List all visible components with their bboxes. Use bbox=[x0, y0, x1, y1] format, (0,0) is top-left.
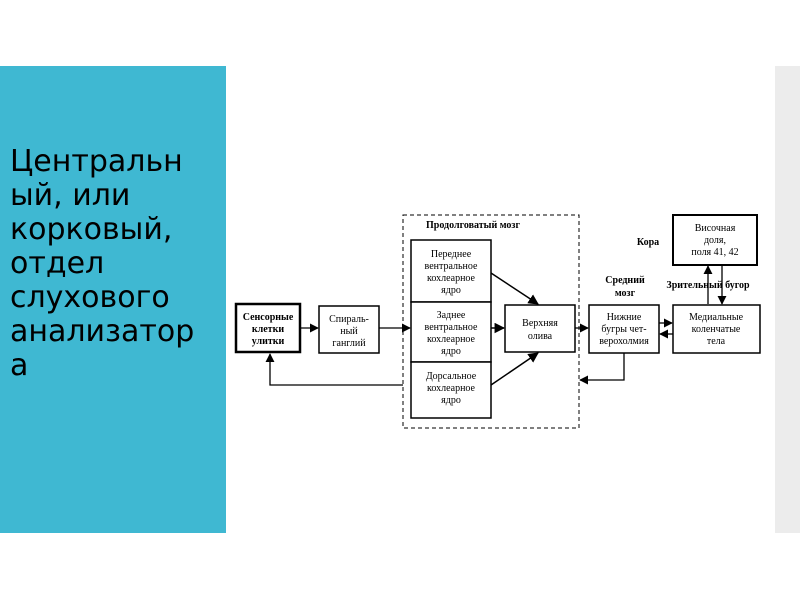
arrow-dorsal-to-olive bbox=[490, 352, 539, 386]
geniculate-label-1: Медиальные bbox=[689, 312, 744, 323]
inferior-colliculi-box bbox=[588, 304, 660, 354]
geniculate-label-2: коленчатые bbox=[692, 324, 741, 335]
geniculate-label-3: тела bbox=[707, 336, 726, 347]
dorsal-label-1: Дорсальное bbox=[426, 371, 477, 382]
posterior-nucleus-box bbox=[410, 301, 492, 363]
olive-label-2: олива bbox=[528, 331, 553, 342]
title-panel bbox=[0, 66, 226, 533]
slide-title: Центральн ый, или корковый, отдел слухов… bbox=[10, 144, 195, 383]
anterior-label-1: Переднее bbox=[431, 249, 472, 260]
anterior-label-2: вентральное bbox=[425, 261, 478, 272]
spiral-label-2: ный bbox=[340, 326, 358, 337]
colliculi-label-1: Нижние bbox=[607, 312, 642, 323]
feedback-path-right bbox=[579, 353, 625, 385]
spiral-ganglion-box bbox=[318, 305, 380, 354]
midbrain-label-1: Средний bbox=[605, 275, 645, 286]
arrow-anterior-to-olive bbox=[490, 272, 539, 305]
colliculi-label-2: бугры чет- bbox=[601, 324, 646, 335]
auditory-pathway-diagram: Продолговатый мозг Сенсорные клетки улит… bbox=[230, 205, 775, 440]
dorsal-label-2: кохлеарное bbox=[427, 383, 476, 394]
anterior-nucleus-box bbox=[410, 239, 492, 303]
temporal-lobe-box bbox=[672, 214, 758, 266]
midbrain-label-2: мозг bbox=[615, 288, 636, 299]
sensory-label-2: клетки bbox=[252, 324, 284, 335]
anterior-label-4: ядро bbox=[441, 285, 461, 296]
olive-label-1: Верхняя bbox=[522, 318, 558, 329]
temporal-label-1: Височная bbox=[695, 223, 736, 234]
cortex-label: Кора bbox=[637, 237, 659, 248]
temporal-label-2: доля, bbox=[704, 235, 726, 246]
medulla-label: Продолговатый мозг bbox=[426, 220, 520, 231]
posterior-label-4: ядро bbox=[441, 346, 461, 357]
dorsal-nucleus-box bbox=[410, 361, 492, 419]
medial-geniculate-box bbox=[672, 304, 761, 354]
sensory-label-1: Сенсорные bbox=[243, 312, 294, 323]
scrollbar-strip bbox=[775, 66, 800, 533]
colliculi-label-3: верохолмия bbox=[599, 336, 649, 347]
posterior-label-2: вентральное bbox=[425, 322, 478, 333]
posterior-label-1: Заднее bbox=[437, 310, 466, 321]
dorsal-label-3: ядро bbox=[441, 395, 461, 406]
feedback-path-left bbox=[265, 353, 403, 386]
posterior-label-3: кохлеарное bbox=[427, 334, 476, 345]
anterior-label-3: кохлеарное bbox=[427, 273, 476, 284]
medulla-frame bbox=[402, 214, 580, 429]
spiral-label-3: ганглий bbox=[332, 338, 366, 349]
sensory-label-3: улитки bbox=[252, 336, 285, 347]
spiral-label-1: Спираль- bbox=[329, 314, 369, 325]
sensory-cells-box bbox=[234, 302, 302, 354]
temporal-label-3: поля 41, 42 bbox=[691, 247, 738, 258]
